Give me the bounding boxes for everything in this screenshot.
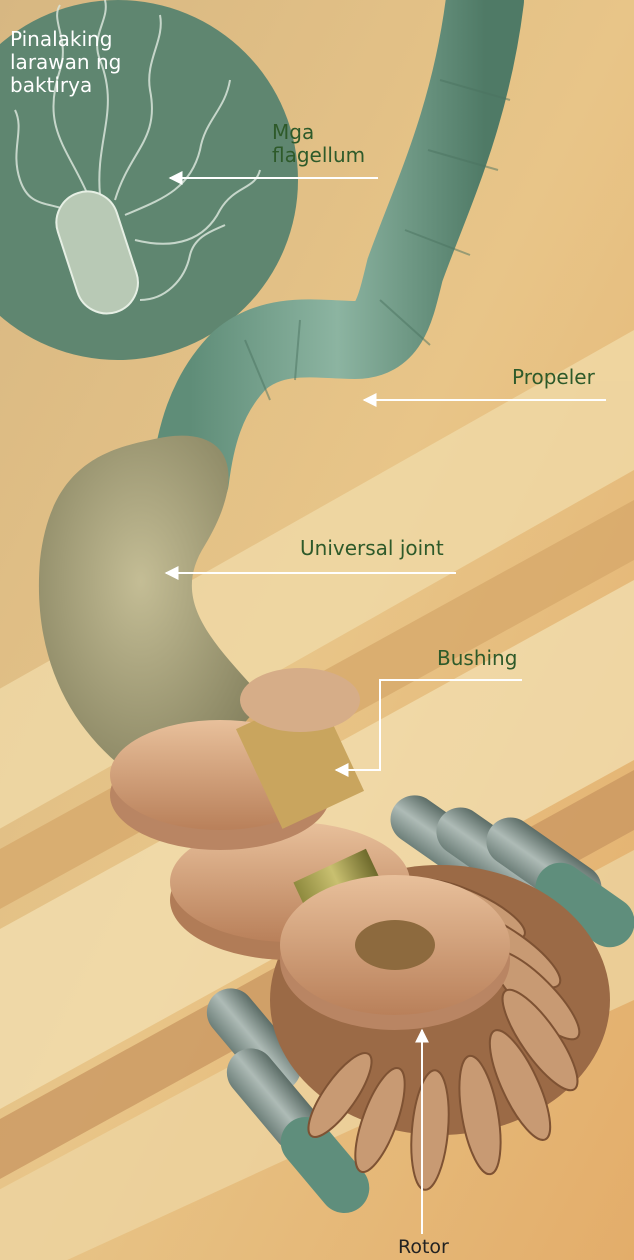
inset-caption-line-2: larawan ng <box>10 51 121 74</box>
inset-caption-line-3: baktirya <box>10 74 121 97</box>
label-flagellum-line-2: flagellum <box>272 144 365 167</box>
label-flagellum-line-1: Mga <box>272 121 365 144</box>
inset-caption-line-1: Pinalaking <box>10 28 121 51</box>
label-bushing: Bushing <box>437 647 517 670</box>
label-universal-joint: Universal joint <box>300 537 444 560</box>
label-propeler: Propeler <box>512 366 595 389</box>
inset-caption: Pinalaking larawan ng baktirya <box>10 28 121 97</box>
label-rotor: Rotor <box>398 1236 449 1259</box>
label-flagellum: Mga flagellum <box>272 121 365 167</box>
